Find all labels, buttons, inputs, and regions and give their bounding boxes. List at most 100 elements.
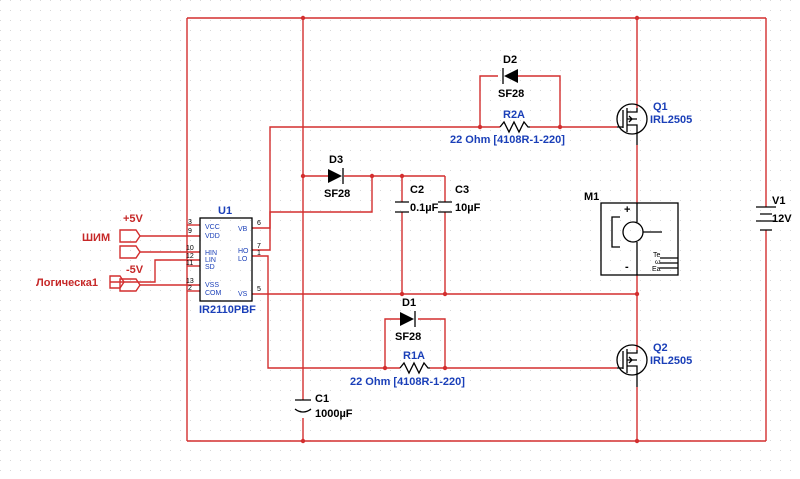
wire-ho-to-q1[interactable] — [252, 126, 500, 251]
capacitor-c2[interactable]: C2 0.1µF — [395, 184, 439, 214]
ic-pin-num: 9 — [188, 228, 192, 235]
net-flag-icon — [109, 275, 125, 289]
diode-part: SF28 — [395, 331, 421, 343]
diode-part: SF28 — [498, 88, 524, 100]
ic-ref: U1 — [218, 205, 232, 217]
resistor-icon — [399, 361, 430, 375]
mosfet-icon — [616, 103, 648, 135]
junction-dot — [442, 365, 448, 371]
junction-dot — [300, 438, 306, 444]
resistor-ref: R2A — [503, 109, 525, 121]
ic-pin-name: VSS — [205, 282, 219, 289]
wire-logic[interactable] — [110, 259, 200, 283]
junction-dot — [300, 173, 306, 179]
junction-dot — [399, 173, 405, 179]
battery-icon — [756, 206, 776, 231]
net-flag-icon — [119, 245, 141, 259]
mosfet-icon — [616, 344, 648, 376]
diode-icon — [504, 69, 518, 83]
motor-m1[interactable]: M1 + - Te ω Ea — [584, 191, 679, 276]
capacitor-c3[interactable]: C3 10µF — [438, 184, 481, 214]
motor-term-label: Ea — [652, 266, 661, 273]
mosfet-q2[interactable]: Q2 IRL2505 — [616, 342, 692, 387]
capacitor-ref: C3 — [455, 184, 469, 196]
diode-icon — [400, 312, 414, 326]
capacitor-value: 1000µF — [315, 408, 353, 420]
junctions — [300, 15, 640, 444]
diode-ref: D2 — [503, 54, 517, 66]
ic-pin-num: 12 — [186, 253, 194, 260]
net-label-minus5[interactable]: -5V — [126, 264, 144, 276]
junction-dot — [634, 438, 640, 444]
resistor-icon — [499, 120, 530, 134]
ic-pin-num: 1 — [257, 250, 261, 257]
ic-pin-num: 3 — [188, 219, 192, 226]
mosfet-part: IRL2505 — [650, 355, 692, 367]
wire-d1-loop-right[interactable] — [418, 318, 446, 368]
capacitor-icon — [294, 399, 312, 413]
junction-dot — [634, 291, 640, 297]
net-label-logic[interactable]: Логическа1 — [36, 277, 98, 289]
motor-bracket-icon — [611, 216, 620, 248]
battery-v1[interactable]: V1 12V — [756, 195, 792, 231]
mosfet-ref: Q1 — [653, 101, 668, 113]
diode-icon — [328, 169, 342, 183]
capacitor-ref: C1 — [315, 393, 329, 405]
net-label-shim[interactable]: ШИМ — [82, 232, 110, 244]
diode-d1[interactable]: D1 SF28 — [395, 297, 421, 343]
mosfet-gate — [617, 108, 638, 145]
wire-lo-to-q2[interactable] — [252, 255, 400, 369]
diode-ref: D3 — [329, 154, 343, 166]
junction-dot — [634, 15, 640, 21]
wire-d2-loop-right[interactable] — [518, 75, 561, 127]
ic-pin-num: 2 — [188, 285, 192, 292]
motor-ref: M1 — [584, 191, 599, 203]
resistor-r2[interactable]: R2A 22 Ohm [4108R-1-220] — [450, 109, 565, 146]
ic-pin-name: VB — [238, 226, 248, 233]
junction-dot — [399, 291, 405, 297]
ic-pin-name: VS — [238, 291, 248, 298]
wire-d1-loop[interactable] — [384, 318, 400, 368]
motor-terminal-lines — [636, 203, 678, 275]
ic-pin-name: HIN — [205, 250, 217, 257]
ic-u1[interactable]: U1 IR2110PBF 3 VCC 9 VDD 10 HIN 12 LIN 1… — [186, 205, 261, 316]
net-flag-icon — [119, 229, 141, 243]
wire-d2-loop[interactable] — [479, 75, 498, 127]
capacitor-c1[interactable]: C1 1000µF — [294, 393, 353, 420]
net-label-plus5[interactable]: +5V — [123, 213, 144, 225]
ic-part: IR2110PBF — [199, 304, 256, 316]
junction-dot — [382, 365, 388, 371]
ic-pin-num: 10 — [186, 245, 194, 252]
capacitor-ref: C2 — [410, 184, 424, 196]
ic-pin-name: VCC — [205, 224, 220, 231]
ic-pin-num: 13 — [186, 278, 194, 285]
mosfet-q1[interactable]: Q1 IRL2505 — [616, 101, 692, 145]
resistor-r1[interactable]: R1A 22 Ohm [4108R-1-220] — [350, 350, 465, 388]
capacitor-icon — [438, 201, 452, 213]
junction-dot — [477, 124, 483, 130]
ic-body — [199, 217, 253, 302]
capacitor-value: 10µF — [455, 202, 481, 214]
resistor-value: 22 Ohm [4108R-1-220] — [450, 134, 565, 146]
diode-d2[interactable]: D2 SF28 — [498, 54, 524, 100]
ic-pin-name: LIN — [205, 257, 216, 264]
mosfet-part: IRL2505 — [650, 114, 692, 126]
diode-ref: D1 — [402, 297, 416, 309]
motor-term-label: ω — [655, 259, 661, 266]
net-labels: +5V ШИМ -5V Логическа1 — [36, 213, 144, 292]
ic-pin-num: 6 — [257, 220, 261, 227]
capacitor-icon — [395, 201, 409, 213]
resistor-ref: R1A — [403, 350, 425, 362]
motor-plus: + — [624, 204, 630, 216]
ic-pin-name: HO — [238, 248, 249, 255]
ic-pin-num: 11 — [186, 260, 193, 267]
junction-dot — [557, 124, 563, 130]
ic-pin-name: VDD — [205, 233, 220, 240]
motor-body — [600, 202, 679, 276]
motor-term-label: Te — [653, 252, 661, 259]
ic-pin-name: LO — [238, 256, 248, 263]
diode-d3[interactable]: D3 SF28 — [324, 154, 350, 200]
junction-dot — [369, 173, 375, 179]
